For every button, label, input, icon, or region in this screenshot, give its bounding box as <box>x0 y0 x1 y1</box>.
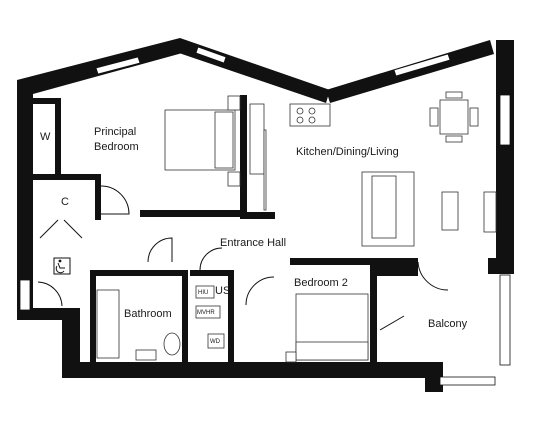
wardrobe-label: W <box>40 131 51 143</box>
entrance-hall-label: Entrance Hall <box>220 237 286 249</box>
kitchen-label: Kitchen/Dining/Living <box>296 146 399 158</box>
wd-label: WD <box>210 339 221 345</box>
bedroom2-label: Bedroom 2 <box>294 277 348 289</box>
principal-bedroom-label-1: Principal <box>94 126 136 138</box>
hiu-label: HIU <box>198 290 208 296</box>
bathroom-label: Bathroom <box>124 308 172 320</box>
mvhr-label: MVHR <box>197 310 215 316</box>
balcony-label: Balcony <box>428 318 468 330</box>
accessible-icon <box>53 257 71 275</box>
doors <box>37 185 449 331</box>
windows <box>19 46 511 386</box>
utility-store-label: US <box>215 285 230 297</box>
utility-boxes <box>195 285 225 349</box>
principal-bedroom-label-2: Bedroom <box>94 141 139 153</box>
furniture <box>96 91 497 363</box>
cupboard-label: C <box>61 196 69 208</box>
interior-walls <box>33 95 418 368</box>
